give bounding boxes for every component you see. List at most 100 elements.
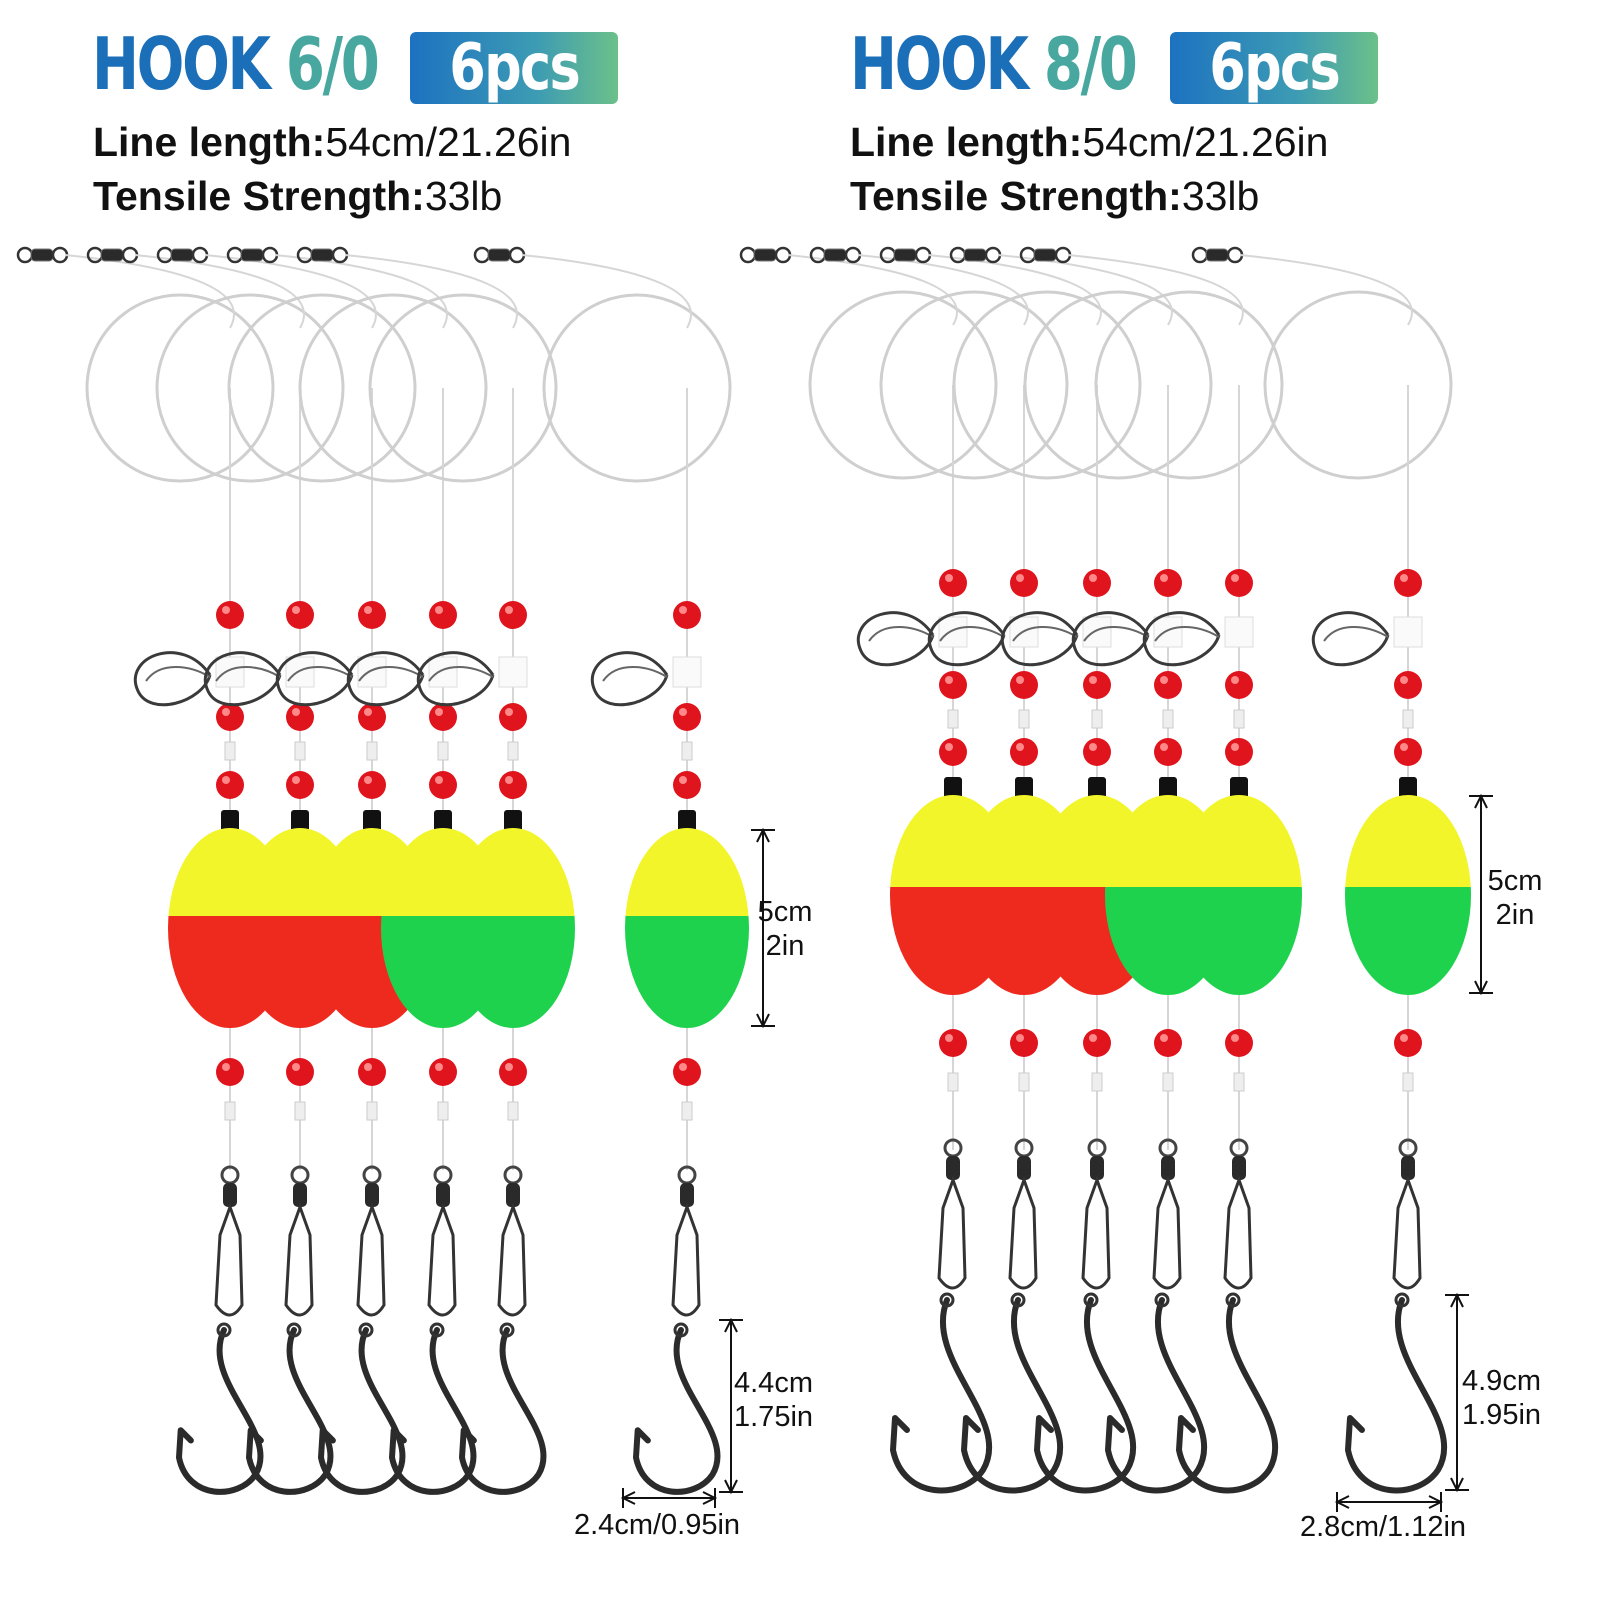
- swivel-eye: [809, 246, 827, 264]
- bead-highlight: [292, 606, 300, 614]
- bead-stopper: [294, 1101, 306, 1121]
- bead-stopper: [1402, 1072, 1414, 1092]
- bead-stopper: [1091, 1072, 1103, 1092]
- duo-lock-snap: [1152, 1175, 1182, 1290]
- leader-line: [521, 254, 692, 329]
- bead-highlight: [505, 708, 513, 716]
- bead-highlight: [1089, 676, 1097, 684]
- coiled-line: [1094, 290, 1284, 480]
- bead-highlight: [1231, 676, 1239, 684]
- hook-eye: [1083, 1292, 1099, 1308]
- float-green-yellow: [625, 828, 749, 1028]
- product-panel-hook-8-0: HOOK 8/0 6pcs Line length:54cm/21.26in T…: [800, 0, 1600, 1600]
- arrow-head: [724, 1479, 738, 1495]
- red-bead: [499, 771, 527, 799]
- swivel-barrel: [680, 1183, 694, 1207]
- bead-stopper: [681, 741, 693, 761]
- arrow-head: [1450, 1477, 1464, 1493]
- bead-stopper: [1162, 709, 1174, 729]
- red-bead: [429, 1058, 457, 1086]
- bead-stopper: [1091, 709, 1103, 729]
- bead-stopper: [1402, 709, 1414, 729]
- float-height-dimension: 5cm 2in: [750, 895, 820, 963]
- snap-clip-inner: [358, 666, 424, 682]
- bead-highlight: [679, 1063, 687, 1071]
- bead-stopper: [947, 709, 959, 729]
- swivel-eye: [1019, 246, 1037, 264]
- hook-eye: [1394, 1292, 1410, 1308]
- duo-lock-snap: [1081, 1175, 1111, 1290]
- swivel-eye: [16, 246, 34, 264]
- bead-highlight: [1016, 676, 1024, 684]
- line-length-value: 54cm/21.26in: [1082, 119, 1329, 165]
- bead-stopper: [437, 741, 449, 761]
- red-bead: [673, 1058, 701, 1086]
- bead-highlight: [435, 776, 443, 784]
- red-bead: [286, 771, 314, 799]
- duo-lock-snap: [671, 1202, 701, 1317]
- swivel-barrel: [1205, 248, 1229, 262]
- leader-line: [344, 254, 518, 329]
- bead-highlight: [222, 606, 230, 614]
- bead-highlight: [1016, 1034, 1024, 1042]
- float-cap: [291, 810, 309, 832]
- rig-2-5: [1019, 246, 1302, 1494]
- snap-clip-inner: [215, 666, 281, 682]
- swivel-eye: [156, 246, 174, 264]
- hook-length-arrow: [719, 1317, 743, 1495]
- swivel-eye: [86, 246, 104, 264]
- bead-highlight: [1400, 743, 1408, 751]
- float-height-arrow: [1469, 793, 1493, 996]
- bead-stopper: [1018, 1072, 1030, 1092]
- red-bead: [286, 703, 314, 731]
- hook-eye: [939, 1292, 955, 1308]
- rig-1-6: [473, 246, 749, 1495]
- bead-highlight: [1400, 676, 1408, 684]
- coiled-line: [368, 293, 558, 483]
- snap-clip-inner: [1083, 626, 1149, 642]
- coiled-line: [1023, 290, 1213, 480]
- swivel-barrel: [310, 248, 334, 262]
- bead-highlight: [505, 606, 513, 614]
- circle-hook: [1345, 1297, 1448, 1494]
- snap-clip: [1001, 611, 1079, 667]
- snap-clip: [1072, 611, 1150, 667]
- float-height-in: 2in: [765, 930, 805, 962]
- swivel-eye: [774, 246, 792, 264]
- swivel-barrel: [753, 248, 777, 262]
- swivel-barrel: [963, 248, 987, 262]
- coiled-line: [227, 293, 417, 483]
- duo-lock-snap: [284, 1202, 314, 1317]
- circle-hook: [389, 1327, 477, 1495]
- coiled-line: [155, 293, 345, 483]
- swivel-barrel: [436, 1183, 450, 1207]
- bead-highlight: [505, 1063, 513, 1071]
- float-green-yellow: [1345, 795, 1471, 995]
- bead-highlight: [679, 708, 687, 716]
- red-bead: [1225, 671, 1253, 699]
- hook-size: 8/0: [1043, 22, 1138, 106]
- red-bead: [1394, 671, 1422, 699]
- snap-clip: [857, 611, 935, 667]
- bead-highlight: [435, 708, 443, 716]
- arrow-head: [724, 1317, 738, 1333]
- bead-highlight: [1231, 574, 1239, 582]
- coiled-line: [952, 290, 1142, 480]
- red-bead: [216, 1058, 244, 1086]
- float-height-dimension: 5cm 2in: [1480, 864, 1550, 932]
- bead-highlight: [505, 776, 513, 784]
- hook-word: HOOK: [850, 22, 1029, 106]
- swivel-eye: [984, 246, 1002, 264]
- swivel-eye: [226, 246, 244, 264]
- swivel-eye: [1226, 246, 1244, 264]
- coiled-line: [879, 290, 1069, 480]
- snap-clip-inner: [868, 626, 934, 642]
- swivel-barrel: [365, 1183, 379, 1207]
- red-bead: [1010, 1029, 1038, 1057]
- duo-lock-snap: [497, 1202, 527, 1317]
- float-cap: [1399, 777, 1417, 799]
- bead-stopper: [1162, 1072, 1174, 1092]
- hook-eye: [1225, 1292, 1241, 1308]
- bead-highlight: [1231, 1034, 1239, 1042]
